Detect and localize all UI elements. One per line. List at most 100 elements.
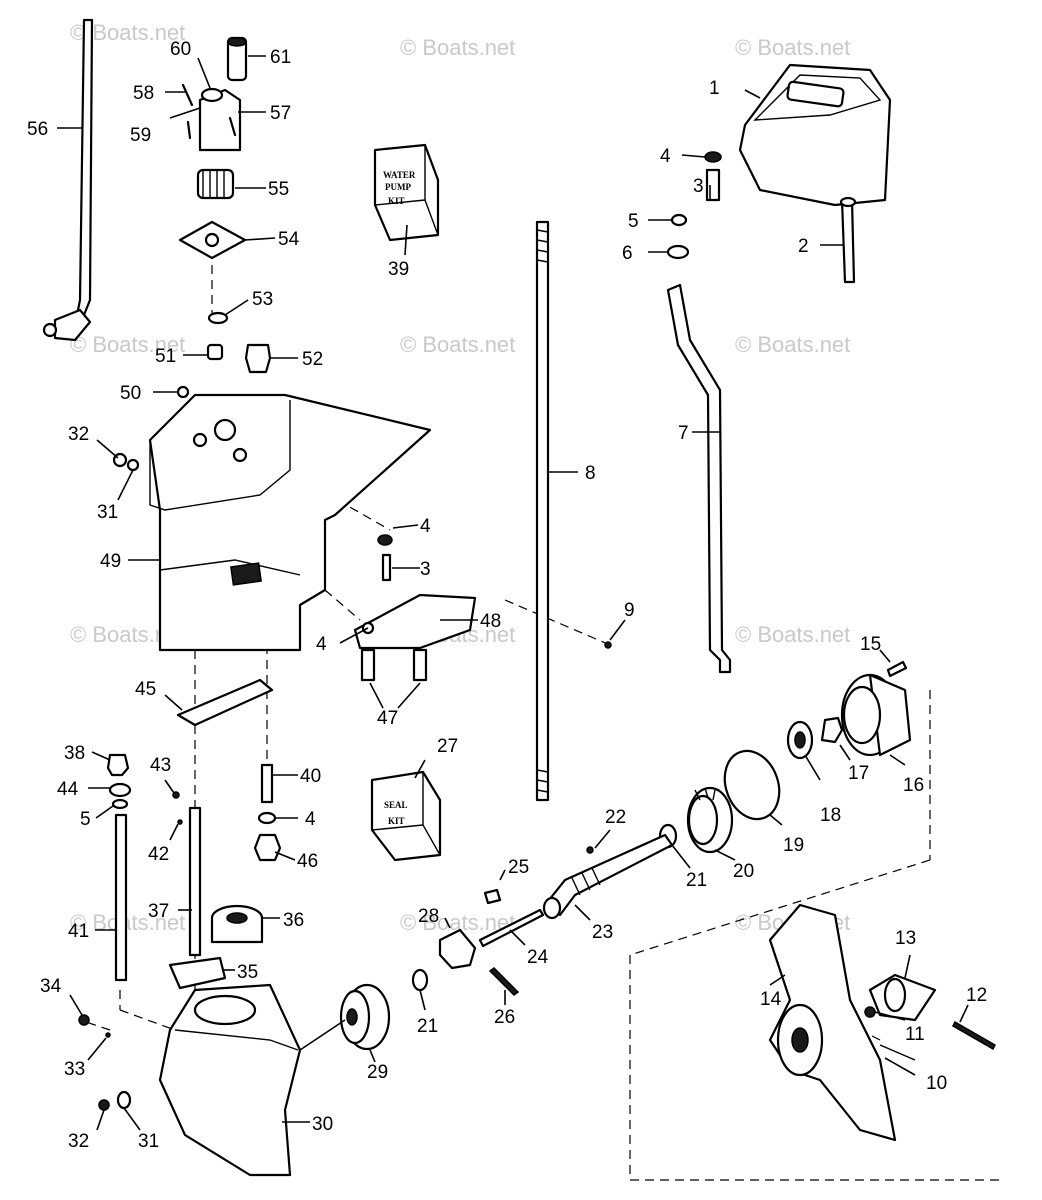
callout-46: 46: [297, 851, 318, 872]
callout-14: 14: [760, 989, 782, 1010]
part-30-gearcase: [158, 983, 302, 1177]
part-20-reverse-gear: [686, 786, 734, 854]
part-24: [478, 908, 545, 948]
water-pump-parts: [178, 36, 248, 325]
callout-5-upper: 5: [628, 211, 639, 232]
part-60: [200, 87, 224, 103]
callout-47: 47: [377, 708, 398, 729]
callout-61: 61: [270, 47, 291, 68]
callout-2: 2: [798, 236, 809, 257]
part-27-seal-kit: SEAL KIT: [370, 770, 442, 862]
callout-22: 22: [605, 807, 626, 828]
small-parts-50-52: [176, 343, 272, 399]
part-15: [886, 660, 908, 678]
callout-42: 42: [148, 844, 169, 865]
callout-9: 9: [624, 600, 635, 621]
part-35: [168, 956, 227, 990]
watermark: © Boats.net: [70, 910, 185, 935]
callout-60: 60: [170, 39, 191, 60]
part-39-water-pump-kit: WATER PUMP KIT: [373, 143, 440, 242]
upper-fasteners: [666, 151, 722, 260]
leader-lines: [57, 55, 969, 1131]
part-5: [111, 798, 129, 810]
part-23-propeller-shaft: [542, 833, 674, 920]
callout-1: 1: [709, 78, 720, 99]
callout-15: 15: [860, 634, 881, 655]
part-51: [206, 343, 224, 361]
part-11: [864, 1006, 876, 1018]
callout-44: 44: [57, 779, 79, 800]
part-26: [488, 967, 520, 996]
part-22: [586, 846, 594, 854]
part-28: [438, 928, 477, 970]
kit-text: PUMP: [385, 182, 411, 192]
callout-48: 48: [480, 611, 501, 632]
callout-43: 43: [150, 755, 171, 776]
watermark: © Boats.net: [735, 622, 850, 647]
callout-32-upper: 32: [68, 424, 89, 445]
callout-13: 13: [895, 928, 916, 949]
parts-17-18: [786, 716, 844, 760]
part-48-trim-tab: [353, 593, 477, 650]
callout-39: 39: [388, 259, 409, 280]
callout-52: 52: [302, 349, 323, 370]
watermark: © Boats.net: [400, 35, 515, 60]
watermark: © Boats.net: [735, 35, 850, 60]
callout-3-mid: 3: [420, 559, 431, 580]
callout-34: 34: [40, 976, 62, 997]
part-1-exhaust-housing: [738, 63, 892, 284]
propeller-assembly: [768, 903, 996, 1142]
callout-27: 27: [437, 736, 458, 757]
callout-4-upper: 4: [660, 146, 671, 167]
callout-51: 51: [155, 346, 176, 367]
watermarks: © Boats.net © Boats.net © Boats.net © Bo…: [70, 20, 850, 935]
callout-4-lower: 4: [316, 634, 327, 655]
watermark: © Boats.net: [400, 332, 515, 357]
callout-36: 36: [283, 910, 304, 931]
watermark: © Boats.net: [70, 332, 185, 357]
part-50: [176, 385, 190, 399]
callout-21-upper: 21: [686, 870, 707, 891]
part-29-forward-gear: [339, 983, 391, 1051]
callout-18: 18: [820, 805, 841, 826]
callout-11: 11: [905, 1024, 925, 1045]
callout-3-upper: 3: [693, 176, 704, 197]
callout-23: 23: [592, 922, 613, 943]
part-36-bearing: [210, 904, 264, 944]
callout-20: 20: [733, 861, 754, 882]
callout-25: 25: [508, 857, 529, 878]
callout-50: 50: [120, 383, 141, 404]
kit-text: KIT: [388, 196, 405, 206]
callout-6: 6: [622, 243, 633, 264]
callout-58: 58: [133, 83, 154, 104]
callout-12: 12: [966, 985, 987, 1006]
callout-35: 35: [237, 962, 258, 983]
parts-31-32-upper: [112, 452, 140, 472]
part-2: [840, 198, 856, 284]
callout-49: 49: [100, 551, 121, 572]
callout-40: 40: [300, 766, 321, 787]
callout-57: 57: [270, 103, 291, 124]
callout-4-mid: 4: [420, 516, 431, 537]
callout-45: 45: [135, 679, 156, 700]
callout-4-bottom: 4: [305, 809, 316, 830]
part-49-drive-shaft-housing: [148, 393, 432, 652]
part-53-seal: [207, 311, 229, 325]
part-25: [483, 888, 502, 905]
callout-26: 26: [494, 1007, 515, 1028]
callout-5-lower: 5: [80, 809, 91, 830]
callout-31-lower: 31: [138, 1131, 159, 1152]
part-52: [244, 343, 272, 374]
callout-56: 56: [27, 119, 48, 140]
lower-left-parts: [106, 753, 202, 982]
part-38: [106, 753, 130, 777]
callout-17: 17: [848, 763, 869, 784]
callout-7: 7: [678, 423, 689, 444]
part-10: [879, 1044, 916, 1061]
part-21-washer-lower: [411, 968, 429, 992]
part-45-gasket: [176, 678, 274, 727]
part-44: [108, 782, 132, 798]
callout-55: 55: [268, 179, 289, 200]
part-7-shift-rod: [666, 283, 732, 674]
callout-16: 16: [903, 775, 924, 796]
